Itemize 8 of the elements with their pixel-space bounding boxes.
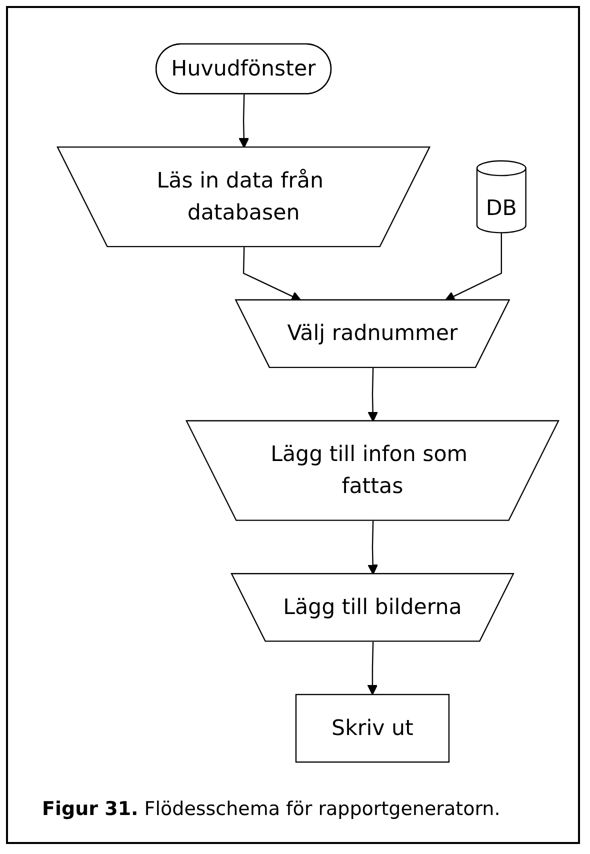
arrow	[368, 520, 378, 575]
arrow	[242, 247, 302, 302]
arrow	[367, 642, 378, 695]
node-box: Skriv ut	[295, 694, 450, 763]
arrow	[444, 232, 502, 302]
figure-caption: Figur 31. Flödesschema för rapportgeneratorn.	[41, 797, 502, 822]
arrow	[238, 94, 250, 148]
arrow	[368, 368, 378, 422]
